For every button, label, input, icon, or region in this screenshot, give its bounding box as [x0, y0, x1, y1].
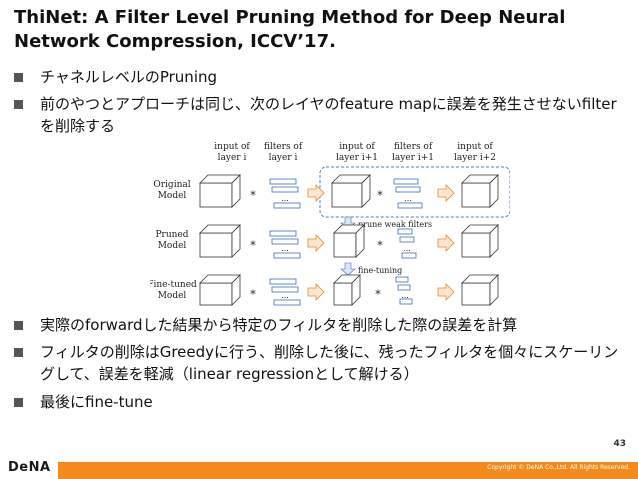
row-label: Fine-tuned	[150, 280, 197, 290]
col-header: filters of	[264, 142, 303, 152]
bullet-item: フィルタの削除はGreedyに行う、削除した後に、残ったフィルタを個々にスケーリ…	[14, 341, 625, 385]
feature-map-block	[461, 282, 491, 306]
feature-map-block-side	[361, 174, 371, 208]
filter-slab	[393, 178, 419, 185]
feature-map-block-side	[489, 174, 499, 208]
filter-slab	[273, 202, 301, 209]
filter-slab	[397, 284, 411, 291]
col-header: layer i+2	[454, 153, 496, 163]
filter-slab	[397, 202, 423, 209]
slide-title: ThiNet: A Filter Level Pruning Method fo…	[14, 7, 566, 52]
feature-map-block	[333, 232, 357, 258]
filter-slab	[273, 252, 301, 259]
col-header: input of	[457, 142, 493, 152]
flow-arrow-icon	[437, 283, 455, 301]
ellipsis-mark: ...	[401, 291, 409, 300]
feature-map-block-side	[489, 274, 499, 306]
col-header: input of	[214, 142, 250, 152]
arrow-label: fine-tuning	[358, 266, 402, 275]
thinet-diagram: input of layer i filters of layer i inpu…	[150, 142, 510, 306]
flow-arrow-icon	[437, 184, 455, 202]
flow-arrow-icon	[307, 184, 325, 202]
company-logo: DeNA	[8, 460, 51, 475]
col-header: layer i+1	[392, 153, 434, 163]
filter-slab	[271, 286, 299, 293]
col-header: layer i	[218, 153, 247, 163]
flow-arrow-icon	[307, 234, 325, 252]
col-header: layer i	[269, 153, 298, 163]
operator-symbol: *	[250, 288, 256, 301]
feature-map-block	[461, 232, 491, 258]
filter-slab	[271, 238, 299, 245]
feature-map-block	[333, 282, 353, 306]
operator-symbol: *	[375, 288, 381, 301]
feature-map-block	[199, 232, 233, 258]
ellipsis-mark: ...	[404, 194, 412, 203]
bullet-item: 前のやつとアプローチは同じ、次のレイヤのfeature mapに誤差を発生させな…	[14, 93, 625, 137]
feature-map-block-side	[351, 274, 361, 306]
feature-map-block	[461, 182, 491, 208]
feature-map-block-side	[355, 224, 365, 258]
feature-map-block-side	[231, 274, 241, 306]
feature-map-block	[199, 282, 233, 306]
ellipsis-mark: ...	[281, 194, 289, 203]
flow-arrow-icon	[307, 283, 325, 301]
filter-slab	[269, 178, 297, 185]
bullet-square-icon	[14, 100, 23, 109]
arrow-label: prune weak filters	[358, 220, 432, 229]
filter-slab	[269, 278, 297, 285]
ellipsis-mark: ...	[403, 244, 411, 253]
bullet-square-icon	[14, 73, 23, 82]
filter-slab	[397, 228, 413, 235]
down-arrow-icon	[340, 262, 356, 276]
slide-footer: DeNA Copyright © DeNA Co.,Ltd. All Right…	[0, 456, 638, 479]
copyright-text: Copyright © DeNA Co.,Ltd. All Rights Res…	[487, 464, 630, 471]
row-label: Model	[158, 191, 187, 201]
operator-symbol: *	[377, 239, 383, 252]
filter-slab	[273, 299, 301, 306]
footer-bar	[58, 462, 638, 479]
ellipsis-mark: ...	[281, 244, 289, 253]
filter-slab	[401, 252, 417, 259]
bullet-item: チャネルレベルのPruning	[14, 66, 625, 88]
bullet-square-icon	[14, 398, 23, 407]
bullet-item: 実際のforwardした結果から特定のフィルタを削除した際の誤差を計算	[14, 314, 625, 336]
col-header: filters of	[394, 142, 433, 152]
page-number: 43	[613, 439, 626, 449]
bullet-square-icon	[14, 348, 23, 357]
filter-slab	[269, 230, 297, 237]
feature-map-block-side	[489, 224, 499, 258]
feature-map-block	[331, 182, 363, 208]
feature-map-block-side	[231, 174, 241, 208]
ellipsis-mark: ...	[281, 291, 289, 300]
filter-slab	[271, 186, 299, 193]
operator-symbol: *	[250, 189, 256, 202]
row-label: Model	[158, 291, 187, 301]
row-label: Pruned	[155, 230, 188, 240]
operator-symbol: *	[250, 239, 256, 252]
filter-slab	[395, 186, 421, 193]
bullet-item: 最後にfine-tune	[14, 391, 625, 413]
row-label: Model	[158, 241, 187, 251]
filter-slab	[399, 236, 415, 243]
filter-slab	[395, 276, 409, 283]
filter-slab	[399, 298, 413, 305]
flow-arrow-icon	[437, 234, 455, 252]
row-label: Original	[153, 180, 190, 190]
operator-symbol: *	[377, 189, 383, 202]
bullet-square-icon	[14, 321, 23, 330]
feature-map-block	[199, 182, 233, 208]
col-header: input of	[339, 142, 375, 152]
feature-map-block-side	[231, 224, 241, 258]
col-header: layer i+1	[336, 153, 378, 163]
